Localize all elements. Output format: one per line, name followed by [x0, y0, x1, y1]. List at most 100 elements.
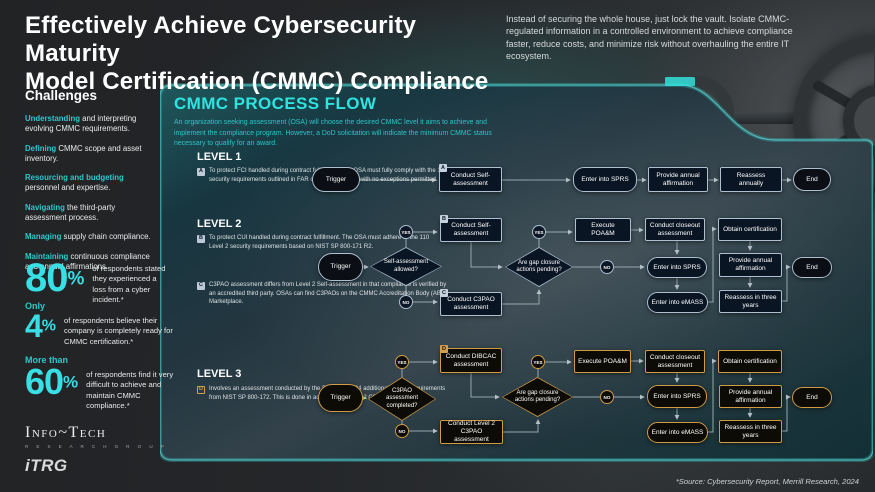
cmmc-process-flow-panel: CMMC PROCESS FLOW An organization seekin…: [160, 77, 873, 470]
source-footnote: *Source: Cybersecurity Report, Merrill R…: [675, 477, 859, 486]
level2-execute-poam-node: Execute POA&M: [575, 218, 631, 242]
level3-conduct-dibcac-node: D Conduct DIBCAC assessment: [440, 345, 502, 373]
level2-reassess-three-years-node: Reassess in three years: [719, 290, 782, 313]
panel-tab-decoration: [665, 77, 695, 86]
level2-end-node: End: [792, 257, 832, 278]
stat-60-percent: More than 60% of respondents find it ver…: [25, 355, 175, 411]
level2-conduct-c3pao-assessment-node: C Conduct C3PAO assessment: [440, 289, 502, 316]
note-text: To protect CUI handled during contract f…: [209, 235, 430, 250]
stat-text: of respondents find it very difficult to…: [86, 370, 174, 410]
level3-enter-emass-node: Enter into eMASS: [647, 422, 708, 443]
level3-c3pao-completed-decision: C3PAO assessment completed?: [368, 377, 436, 421]
note-badge-b: B: [197, 235, 205, 243]
flow-title: CMMC PROCESS FLOW: [174, 94, 377, 113]
page-title-line1: Effectively Achieve Cybersecurity Maturi…: [25, 12, 417, 68]
node-badge-b: B: [440, 215, 448, 223]
level1-enter-sprs-node: Enter into SPRS: [573, 167, 637, 192]
level3-no-label-2: NO: [600, 390, 614, 404]
level2-enter-emass-node: Enter into eMASS: [647, 292, 708, 313]
level2-self-assessment-allowed-decision: Self-assessment allowed?: [370, 247, 442, 286]
level2-closeout-assessment-node: Conduct closeout assessment: [645, 218, 705, 241]
node-badge-c: C: [440, 289, 448, 297]
level3-trigger-node: Trigger: [318, 384, 363, 412]
level3-reassess-three-years-node: Reassess in three years: [719, 420, 782, 443]
challenge-keyword: Navigating: [25, 202, 65, 212]
level2-enter-sprs-node: Enter into SPRS: [647, 257, 707, 278]
level2-conduct-self-assessment-node: B Conduct Self-assessment: [440, 215, 502, 242]
level2-note-b: B To protect CUI handled during contract…: [197, 234, 445, 251]
stat-text: of respondents stated they experienced a…: [92, 264, 166, 304]
challenge-item: Navigating the third-party assessment pr…: [25, 203, 153, 224]
level1-annual-affirmation-node: Provide annual affirmation: [648, 167, 708, 192]
flow-intro: An organization seeking assessment (OSA)…: [174, 119, 492, 148]
note-badge-d: D: [197, 386, 205, 394]
challenge-text: the third-party assessment process.: [25, 202, 116, 222]
level1-heading: LEVEL 1: [197, 151, 242, 163]
challenge-item: Resourcing and budgeting personnel and e…: [25, 173, 153, 194]
note-text: C3PAO assessment differs from Level 2 Se…: [209, 282, 447, 306]
level2-no-label-1: NO: [399, 295, 413, 309]
challenges-title: Challenges: [25, 88, 98, 103]
page-title-line2: Model Certification (CMMC) Compliance: [25, 68, 489, 96]
challenge-keyword: Defining: [25, 143, 57, 153]
level2-heading: LEVEL 2: [197, 218, 242, 230]
challenge-keyword: Maintaining: [25, 251, 69, 261]
stat-number: 60%: [25, 361, 79, 402]
level2-no-label-2: NO: [600, 260, 614, 274]
challenge-item: Understanding and interpreting evolving …: [25, 114, 153, 135]
challenge-text: CMMC scope and asset inventory.: [25, 143, 142, 163]
challenge-text: personnel and expertise.: [25, 183, 111, 193]
stat-prefix: Only: [25, 301, 46, 311]
node-badge-d: D: [440, 345, 448, 353]
level3-closeout-assessment-node: Conduct closeout assessment: [645, 350, 705, 373]
challenge-item: Maintaining continuous compliance and an…: [25, 252, 153, 273]
level1-end-node: End: [793, 168, 831, 191]
stat-text: of respondents believe their company is …: [64, 316, 173, 346]
level2-yes-label-1: YES: [399, 225, 413, 239]
challenge-text: and interpreting evolving CMMC requireme…: [25, 114, 137, 134]
level3-no-label-1: NO: [395, 424, 409, 438]
stat-number: 80%: [25, 256, 85, 300]
challenge-keyword: Understanding: [25, 114, 81, 123]
infotech-logo: Info~Tech R E S E A R C H G R O U P iTRG: [25, 424, 167, 476]
challenge-text: continuous compliance and annual affirma…: [25, 251, 150, 271]
level3-end-node: End: [792, 387, 832, 408]
challenge-keyword: Resourcing and budgeting: [25, 173, 124, 183]
level2-gap-closure-decision: Are gap closure actions pending?: [505, 247, 573, 287]
challenge-item: Defining CMMC scope and asset inventory.: [25, 144, 153, 165]
level3-execute-poam-node: Execute POA&M: [574, 350, 631, 373]
level3-yes-label-2: YES: [531, 355, 545, 369]
node-badge-a: A: [439, 164, 447, 172]
challenge-item: Managing supply chain compliance.: [25, 232, 153, 242]
level1-conduct-self-assessment-node: A Conduct Self-assessment: [439, 164, 502, 192]
level3-yes-label-1: YES: [395, 355, 409, 369]
stat-prefix: More than: [25, 355, 69, 365]
stat-number: 4%: [25, 308, 57, 344]
note-badge-c: C: [197, 282, 205, 290]
page-subtitle: Instead of securing the whole house, jus…: [506, 14, 793, 62]
note-badge-a: A: [197, 168, 205, 176]
level3-conduct-level2-c3pao-node: Conduct Level 2 C3PAO assessment: [440, 420, 503, 444]
challenge-keyword: Managing: [25, 232, 62, 242]
level3-obtain-certification-node: Obtain certification: [718, 350, 782, 373]
level1-reassess-annually-node: Reassess annually: [720, 167, 782, 192]
flow-connectors: [360, 177, 792, 434]
level3-heading: LEVEL 3: [197, 368, 242, 380]
page-title: Effectively Achieve Cybersecurity Maturi…: [25, 12, 503, 96]
challenges-section: Challenges Understanding and interpretin…: [25, 88, 153, 281]
level2-annual-affirmation-node: Provide annual affirmation: [719, 253, 782, 277]
logo-subtext: R E S E A R C H G R O U P: [25, 444, 168, 449]
level2-trigger-node: Trigger: [318, 253, 363, 281]
level1-trigger-node: Trigger: [312, 167, 360, 192]
level3-gap-closure-decision: Are gap closure actions pending?: [502, 377, 573, 417]
level2-note-c: C C3PAO assessment differs from Level 2 …: [197, 281, 449, 307]
logo-wordmark: Info~Tech: [25, 424, 107, 441]
challenge-text: supply chain compliance.: [61, 232, 151, 242]
level3-annual-affirmation-node: Provide annual affirmation: [719, 385, 782, 408]
itrg-logo: iTRG: [25, 456, 68, 475]
level2-yes-label-2: YES: [532, 225, 546, 239]
level2-obtain-certification-node: Obtain certification: [718, 218, 782, 241]
stat-4-percent: Only 4% of respondents believe their com…: [25, 301, 175, 347]
level3-enter-sprs-node: Enter into SPRS: [647, 385, 707, 408]
stat-80-percent: 80% of respondents stated they experienc…: [25, 256, 170, 305]
